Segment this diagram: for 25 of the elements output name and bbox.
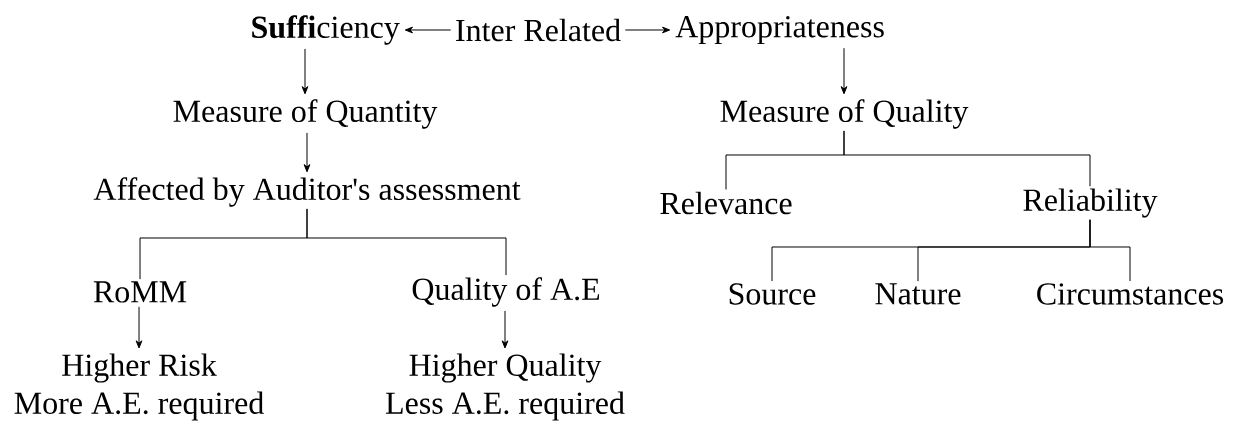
connector-line — [306, 208, 507, 276]
node-label: Nature — [875, 283, 961, 305]
node-label: Inter Related — [456, 18, 621, 42]
node-label: Appropriateness — [675, 16, 884, 44]
node-label: Circumstances — [1037, 283, 1224, 305]
arrow — [301, 48, 309, 95]
arrow — [624, 26, 671, 34]
node-label: Source — [729, 283, 816, 305]
node-label: Quality of A.E — [412, 277, 600, 307]
node-label: Relevance — [660, 191, 792, 215]
node-label: Higher Risk More A.E. required — [14, 353, 264, 421]
arrow — [840, 47, 848, 95]
node-label: Higher Quality Less A.E. required — [386, 353, 625, 421]
node-label: RoMM — [93, 281, 187, 303]
node-label: Sufficiency — [252, 15, 400, 45]
arrow — [501, 310, 509, 349]
connector-line — [1089, 219, 1131, 282]
node-label: Measure of Quantity — [173, 99, 438, 129]
node-label: Reliability — [1023, 188, 1158, 218]
arrow — [135, 306, 143, 349]
node-label: Affected by Auditor's assessment — [93, 177, 521, 207]
node-label: Measure of Quality — [720, 99, 969, 129]
connector-line — [843, 130, 1091, 187]
arrow — [303, 132, 311, 173]
arrow — [404, 26, 452, 34]
